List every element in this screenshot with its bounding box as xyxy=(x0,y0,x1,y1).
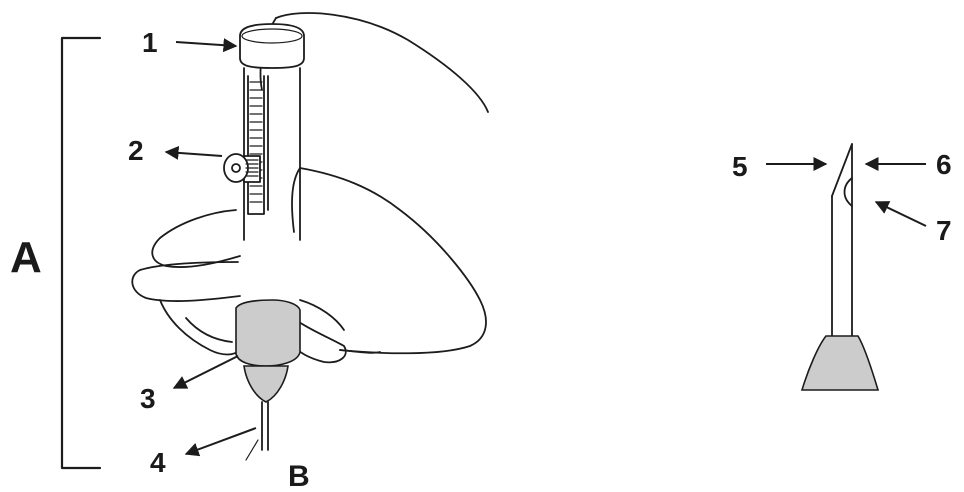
label-2: 2 xyxy=(128,135,144,166)
needle-bevel xyxy=(832,144,852,196)
arrow-4 xyxy=(186,428,256,454)
label-1: 1 xyxy=(142,27,158,58)
label-7: 7 xyxy=(936,215,952,246)
needle-shaft xyxy=(832,144,852,336)
label-b: B xyxy=(288,460,310,492)
pen-grip xyxy=(236,300,300,366)
needle-hub xyxy=(244,366,288,402)
arrow-1 xyxy=(176,42,236,46)
pen-needle xyxy=(262,402,268,450)
label-6: 6 xyxy=(936,149,952,180)
pen-cap-knob xyxy=(240,24,304,68)
bracket-a xyxy=(62,38,100,468)
arrow-2 xyxy=(166,152,222,156)
label-3: 3 xyxy=(140,383,156,414)
needle-base xyxy=(802,336,878,390)
hand-drawing xyxy=(132,13,488,362)
label-5: 5 xyxy=(732,151,748,182)
needle-detail xyxy=(802,144,878,390)
insulin-pen xyxy=(224,24,304,460)
label-a: A xyxy=(10,233,42,282)
dose-dial xyxy=(224,154,260,182)
arrow-7 xyxy=(876,202,926,226)
needle-lumen xyxy=(845,178,853,206)
arrow-3 xyxy=(174,356,238,388)
label-4: 4 xyxy=(150,447,166,478)
